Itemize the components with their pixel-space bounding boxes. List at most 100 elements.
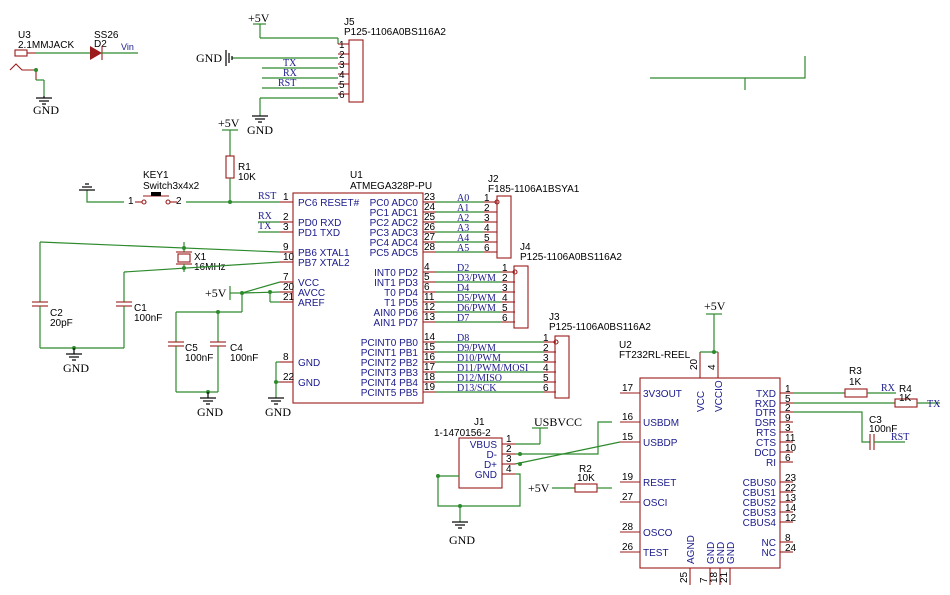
- u1-pin-pb6-xtal1: PB6 XTAL1: [298, 248, 350, 259]
- r1-value: 10K: [238, 172, 256, 183]
- u2-pin-cbus0: CBUS0: [743, 478, 777, 489]
- r2-vcc-label: +5V: [528, 481, 550, 495]
- j5-pin-6: 6: [339, 90, 345, 101]
- x1-value: 16MHz: [194, 262, 226, 273]
- j2-value: F185-1106A1BSYA1: [488, 184, 580, 195]
- c4-ref: C4: [230, 343, 243, 354]
- r4-resistor: R4 1K TX: [793, 384, 941, 410]
- u2-pin-num-27: 27: [622, 492, 634, 503]
- gnd-j5-left: GND: [196, 50, 233, 66]
- u3-jack-sleeve: [9, 63, 36, 71]
- j2-ref: J2: [488, 174, 499, 185]
- u2-pin-num-10: 10: [785, 443, 797, 454]
- u2-pin-osco: OSCO: [643, 528, 673, 539]
- u2-pin-num-4: 4: [707, 364, 718, 370]
- c1-ref: C1: [134, 303, 147, 314]
- j1-pin-vbus: VBUS: [470, 440, 498, 451]
- u1-pin-pd0-rxd: PD0 RXD: [298, 218, 341, 229]
- d8-header-pin-3: 3: [543, 353, 549, 364]
- u1-pin-gnd: GND: [298, 378, 320, 389]
- u1-pin-t1-pd5: T1 PD5: [384, 298, 418, 309]
- c3-net-rst: RST: [891, 432, 909, 443]
- j3-pin-6: 6: [502, 313, 508, 324]
- r3-body: [844, 388, 868, 398]
- j3-pin-1: 1: [502, 263, 508, 274]
- u2-pin-num-13: 13: [785, 493, 797, 504]
- r2-body: [574, 483, 598, 493]
- r2-resistor: +5V R2 10K: [528, 464, 612, 495]
- u1-pin-num-11: 11: [424, 292, 435, 303]
- u2-pin-num-16: 16: [622, 412, 634, 423]
- j2-body: [496, 195, 512, 259]
- u2-pin-reset: RESET: [643, 478, 676, 489]
- u1-pin-avcc: AVCC: [298, 288, 325, 299]
- u1-net-d9-pwm: D9/PWM: [457, 343, 496, 354]
- gnd-label-decoupling: GND: [197, 405, 223, 419]
- u2-pin-nc: NC: [762, 548, 776, 559]
- u2-pin-num-21: 21: [719, 571, 730, 583]
- c2-capacitor: C2 20pF: [32, 301, 73, 348]
- u2-pin-gnd-7: GND: [706, 542, 717, 564]
- u1-net-d10-pwm: D10/PWM: [457, 353, 501, 364]
- u1-net-d8: D8: [457, 333, 469, 344]
- u2-pin-num-15: 15: [622, 432, 634, 443]
- c3-ref: C3: [869, 415, 882, 426]
- c1-value: 100nF: [134, 313, 162, 324]
- gnd-decoupling: GND: [197, 392, 223, 419]
- j3-ref: J3: [549, 312, 560, 323]
- u2-pin-num-6: 6: [785, 453, 791, 464]
- j2-pin-2: 2: [484, 203, 490, 214]
- j1-pin-num-1: 1: [506, 434, 512, 445]
- c5-ref: C5: [185, 343, 198, 354]
- u1-net-a5: A5: [457, 243, 469, 254]
- u2-pin-num-20: 20: [689, 358, 700, 370]
- key1-switch: KEY1 Switch3x4x2 1 2: [86, 170, 280, 207]
- u1-pin-pc3-adc3: PC3 ADC3: [370, 228, 419, 239]
- u1-net-rst: RST: [258, 191, 276, 202]
- j5-pin-4: 4: [339, 70, 345, 81]
- j5-pin-5: 5: [339, 80, 345, 91]
- j5-ref: J5: [344, 17, 355, 28]
- u1-net-a2: A2: [457, 213, 469, 224]
- u1-pin-num-25: 25: [424, 212, 436, 223]
- u3-power-jack: U3 2.1MMJACK: [9, 30, 90, 96]
- u1-pin-num-28: 28: [424, 242, 436, 253]
- u2-pin-num-24: 24: [785, 543, 797, 554]
- j5-body: [348, 39, 364, 103]
- u2-pin-num-1: 1: [785, 384, 791, 395]
- d8-header-body: [554, 335, 570, 399]
- u2-pin-num-18: 18: [709, 571, 720, 583]
- d8-header-pin-4: 4: [543, 363, 549, 374]
- u1-pin-pc5-adc5: PC5 ADC5: [370, 248, 419, 259]
- r1-body: [225, 155, 235, 179]
- d2-anode-triangle: [90, 46, 102, 60]
- r4-net-tx: TX: [927, 399, 941, 410]
- u2-pin-num-25: 25: [679, 571, 690, 583]
- j1-pin-num-3: 3: [506, 454, 512, 465]
- j3-pin-2: 2: [502, 273, 508, 284]
- j2-pin-6: 6: [484, 243, 490, 254]
- u2-pin-osci: OSCI: [643, 498, 667, 509]
- j2-pin-5: 5: [484, 233, 490, 244]
- u1-pin-pd1-txd: PD1 TXD: [298, 228, 340, 239]
- u1-net-d13-sck: D13/SCK: [457, 383, 497, 394]
- u1-pin-num-26: 26: [424, 222, 436, 233]
- u1-net-tx: TX: [258, 221, 272, 232]
- u1-pin-pcint3-pb3: PCINT3 PB3: [361, 368, 419, 379]
- u1-pin-num-17: 17: [424, 362, 436, 373]
- d8-header-pin-2: 2: [543, 343, 549, 354]
- r3-net-rx: RX: [881, 383, 896, 394]
- r1-vcc-label: +5V: [218, 116, 240, 130]
- u1-net-a4: A4: [457, 233, 469, 244]
- u2-pin-num-26: 26: [622, 542, 634, 553]
- r1-ref: R1: [238, 162, 251, 173]
- u1-pin-num-19: 19: [424, 382, 436, 393]
- key1-pin-2: 2: [176, 196, 182, 207]
- gnd-label-crystal: GND: [63, 361, 89, 375]
- u1-pin-t0-pd4: T0 PD4: [384, 288, 418, 299]
- u2-pin-usbdm: USBDM: [643, 418, 679, 429]
- u1-net-a1: A1: [457, 203, 469, 214]
- u1-pin-num-10: 10: [283, 252, 295, 263]
